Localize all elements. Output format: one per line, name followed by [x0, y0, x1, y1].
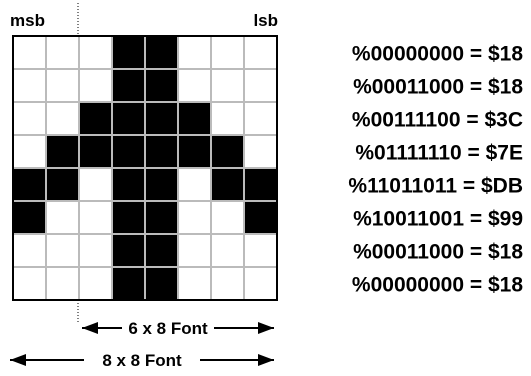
pixel-off — [13, 36, 46, 69]
pixel-on — [178, 102, 211, 135]
pixel-on — [13, 168, 46, 201]
pixel-off — [13, 102, 46, 135]
pixel-on — [112, 102, 145, 135]
pixel-off — [244, 234, 277, 267]
pixel-off — [46, 267, 79, 300]
pixel-off — [46, 102, 79, 135]
pixel-off — [244, 102, 277, 135]
row-value-label: %10011001 = $99 — [353, 208, 523, 231]
pixel-on — [211, 135, 244, 168]
pixel-on — [145, 201, 178, 234]
row-value-label: %01111110 = $7E — [355, 142, 523, 165]
msb-label: msb — [10, 11, 45, 30]
pixel-off — [13, 69, 46, 102]
pixel-on — [79, 135, 112, 168]
pixel-off — [178, 201, 211, 234]
row-value-label: %00000000 = $18 — [352, 274, 523, 297]
pixel-off — [79, 201, 112, 234]
pixel-off — [46, 201, 79, 234]
row-value-label: %00011000 = $18 — [353, 76, 523, 99]
6x8-arrow-right-head — [258, 322, 274, 334]
pixel-on — [145, 234, 178, 267]
pixel-on — [145, 168, 178, 201]
pixel-off — [46, 234, 79, 267]
pixel-on — [112, 135, 145, 168]
row-value-label: %00111100 = $3C — [352, 109, 523, 132]
row-value-label: %00011000 = $18 — [353, 241, 523, 264]
pixel-on — [46, 168, 79, 201]
pixel-off — [79, 234, 112, 267]
pixel-off — [244, 69, 277, 102]
pixel-on — [145, 36, 178, 69]
pixel-on — [13, 201, 46, 234]
pixel-on — [211, 168, 244, 201]
pixel-on — [145, 135, 178, 168]
pixel-on — [178, 135, 211, 168]
pixel-off — [178, 168, 211, 201]
pixel-on — [112, 201, 145, 234]
pixel-off — [244, 135, 277, 168]
pixel-off — [211, 234, 244, 267]
6x8-font-label: 6 x 8 Font — [128, 319, 208, 338]
pixel-off — [13, 234, 46, 267]
pixel-off — [79, 69, 112, 102]
pixel-off — [178, 69, 211, 102]
pixel-on — [112, 168, 145, 201]
row-value-label: %11011011 = $DB — [348, 175, 523, 198]
pixel-off — [79, 267, 112, 300]
pixel-off — [244, 36, 277, 69]
pixel-off — [79, 168, 112, 201]
8x8-arrow-left-head — [10, 354, 26, 366]
row-value-label: %00000000 = $18 — [352, 43, 523, 66]
pixel-on — [145, 102, 178, 135]
pixel-on — [145, 267, 178, 300]
pixel-off — [13, 267, 46, 300]
6x8-font-dimension: 6 x 8 Font — [82, 319, 274, 338]
pixel-off — [211, 102, 244, 135]
8x8-arrow-right-head — [258, 354, 274, 366]
pixel-on — [112, 234, 145, 267]
pixel-on — [112, 267, 145, 300]
pixel-off — [79, 36, 112, 69]
pixel-on — [244, 201, 277, 234]
6x8-arrow-left-head — [82, 322, 98, 334]
8x8-font-label: 8 x 8 Font — [102, 351, 182, 370]
pixel-on — [79, 102, 112, 135]
pixel-off — [211, 267, 244, 300]
pixel-off — [13, 135, 46, 168]
pixel-off — [46, 36, 79, 69]
pixel-off — [178, 267, 211, 300]
pixel-off — [211, 69, 244, 102]
pixel-off — [211, 36, 244, 69]
pixel-off — [178, 36, 211, 69]
pixel-off — [46, 69, 79, 102]
pixel-on — [112, 36, 145, 69]
row-value-labels: %00000000 = $18 %00011000 = $18 %00111100 … — [348, 43, 523, 297]
pixel-off — [211, 201, 244, 234]
pixel-grid — [13, 36, 277, 300]
pixel-off — [178, 234, 211, 267]
pixel-on — [244, 168, 277, 201]
8x8-font-dimension: 8 x 8 Font — [10, 351, 274, 370]
lsb-label: lsb — [253, 11, 278, 30]
pixel-on — [145, 69, 178, 102]
pixel-on — [112, 69, 145, 102]
pixel-off — [244, 267, 277, 300]
pixel-on — [46, 135, 79, 168]
